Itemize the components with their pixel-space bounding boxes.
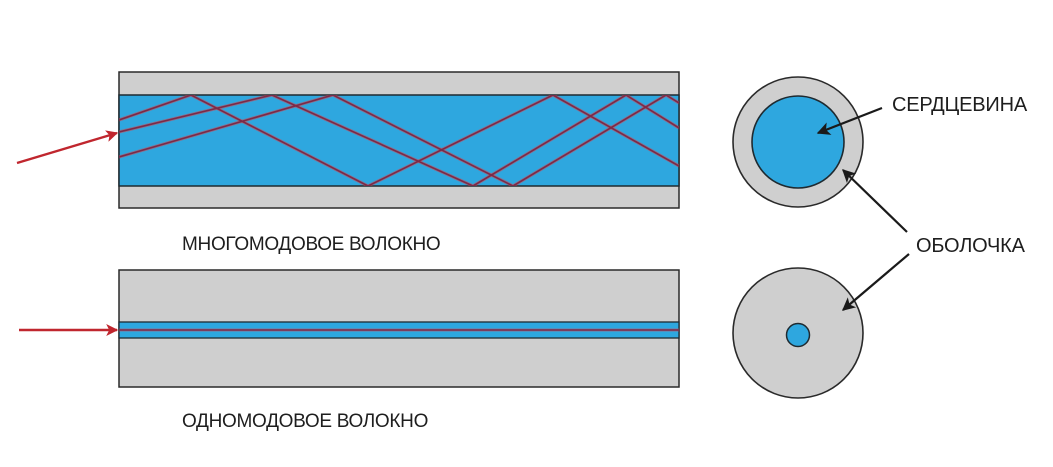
light-ray-mode-3 — [119, 95, 679, 186]
singlemode-caption: ОДНОМОДОВОЕ ВОЛОКНО — [182, 411, 428, 432]
cladding-pointer-arrow-icon-top — [842, 169, 908, 233]
multimode-cross-section — [732, 76, 864, 208]
cladding-label: ОБОЛОЧКА — [916, 235, 1026, 257]
multimode-caption: МНОГОМОДОВОЕ ВОЛОКНО — [182, 234, 440, 255]
cladding-pointer-arrow-icon-bottom — [841, 253, 910, 311]
multimode-cross-section-core — [751, 95, 845, 189]
core-pointer-arrow-icon — [816, 106, 883, 135]
core-annotation: СЕРДЦЕВИНА — [816, 94, 1028, 135]
light-ray-mode-2 — [119, 95, 679, 186]
singlemode-cross-section — [732, 267, 864, 399]
light-ray-mode-1 — [119, 95, 679, 186]
cladding-annotation: ОБОЛОЧКА — [841, 169, 1026, 311]
singlemode-fiber: ОДНОМОДОВОЕ ВОЛОКНО — [19, 269, 680, 432]
multimode-light-rays — [119, 95, 679, 186]
multimode-input-arrow-icon — [16, 130, 119, 165]
multimode-fiber: МНОГОМОДОВОЕ ВОЛОКНО — [16, 71, 680, 255]
singlemode-cross-section-core — [785, 322, 811, 348]
core-label: СЕРДЦЕВИНА — [892, 94, 1028, 116]
